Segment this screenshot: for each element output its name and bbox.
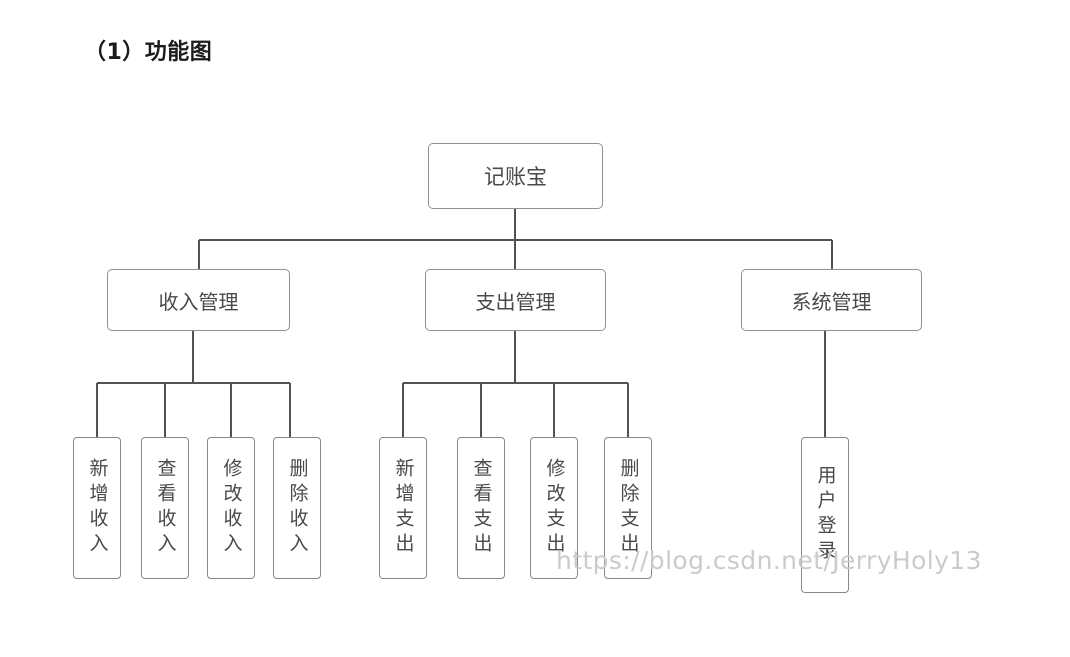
node-system-management[interactable]: 系统管理 — [741, 269, 922, 331]
node-income-edit[interactable]: 修改收入 — [207, 437, 255, 579]
node-expense-management[interactable]: 支出管理 — [425, 269, 606, 331]
node-user-login-label: 用户登录 — [814, 465, 837, 565]
node-income-delete[interactable]: 删除收入 — [273, 437, 321, 579]
node-expense-add[interactable]: 新增支出 — [379, 437, 427, 579]
node-income-add-label: 新增收入 — [86, 458, 109, 558]
node-user-login[interactable]: 用户登录 — [801, 437, 849, 593]
node-income-management[interactable]: 收入管理 — [107, 269, 290, 331]
node-income-view[interactable]: 查看收入 — [141, 437, 189, 579]
node-income-delete-label: 删除收入 — [286, 458, 309, 558]
node-expense-view-label: 查看支出 — [470, 458, 493, 558]
node-root-label: 记账宝 — [484, 165, 547, 189]
node-income-add[interactable]: 新增收入 — [73, 437, 121, 579]
node-income-management-label: 收入管理 — [158, 289, 239, 314]
node-income-view-label: 查看收入 — [154, 458, 177, 558]
node-expense-delete-label: 删除支出 — [617, 458, 640, 558]
node-expense-edit-label: 修改支出 — [543, 458, 566, 558]
node-expense-management-label: 支出管理 — [475, 289, 556, 314]
node-income-edit-label: 修改收入 — [220, 458, 243, 558]
node-expense-edit[interactable]: 修改支出 — [530, 437, 578, 579]
node-system-management-label: 系统管理 — [791, 289, 872, 314]
node-root[interactable]: 记账宝 — [428, 143, 603, 209]
node-expense-add-label: 新增支出 — [392, 458, 415, 558]
node-expense-delete[interactable]: 删除支出 — [604, 437, 652, 579]
page-title: （1）功能图 — [84, 40, 213, 65]
node-expense-view[interactable]: 查看支出 — [457, 437, 505, 579]
